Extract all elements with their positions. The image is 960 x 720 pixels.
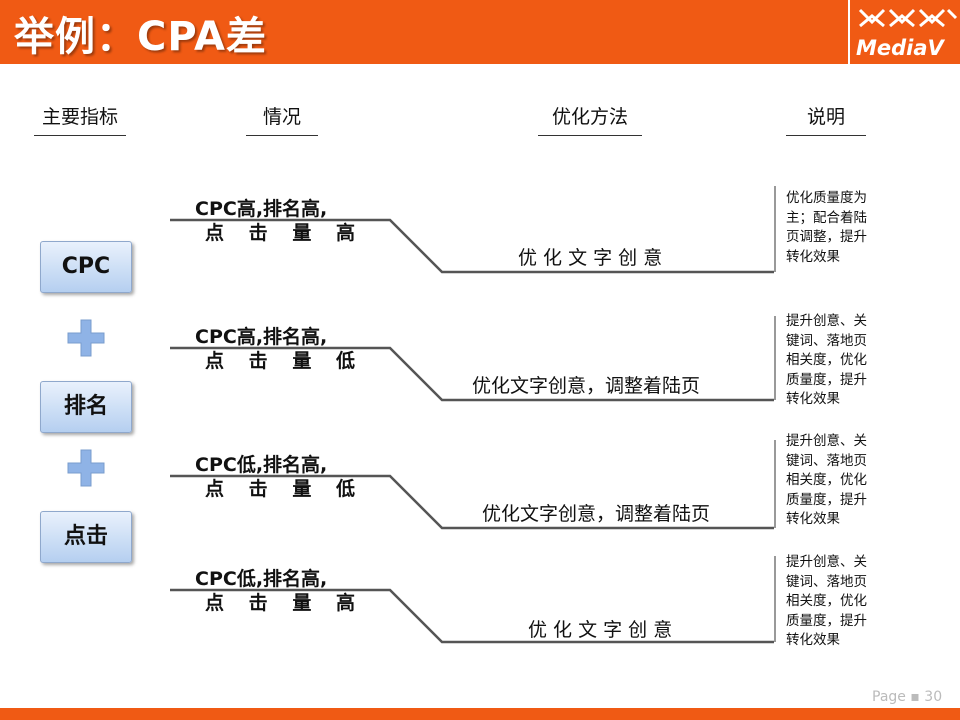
note-line: 转化效果	[786, 632, 840, 648]
method-text-4: 优 化 文 字 创 意	[528, 619, 673, 641]
column-header-situation: 情况	[246, 102, 318, 136]
condition-line-1: CPC高,排名高,	[195, 198, 328, 220]
title-bar	[0, 0, 960, 64]
note-line: 转化效果	[786, 511, 840, 527]
logo-cubes-icon	[858, 8, 958, 28]
condition-char: 点	[205, 350, 225, 372]
note-line: 相关度，优化	[786, 472, 867, 488]
note-line: 优化质量度为	[786, 190, 867, 206]
connector-line-2	[170, 346, 774, 402]
note-line: 提升创意、关	[786, 433, 867, 449]
note-line: 转化效果	[786, 391, 840, 407]
condition-line-2: 点 击 量 低	[195, 349, 365, 373]
condition-char: 击	[248, 350, 268, 372]
condition-char: 量	[292, 350, 312, 372]
page-number: Page ▪ 30	[872, 689, 943, 705]
column-header-method: 优化方法	[538, 102, 642, 136]
condition-char: 低	[335, 350, 355, 372]
note-line: 相关度，优化	[786, 352, 867, 368]
column-header-metric: 主要指标	[34, 102, 126, 136]
condition-char: 低	[335, 478, 355, 500]
method-text-2: 优化文字创意，调整着陆页	[472, 375, 701, 397]
note-line: 质量度，提升	[786, 491, 867, 508]
note-line: 提升创意、关	[786, 554, 867, 570]
metric-box-rank: 排名	[40, 381, 132, 433]
note-line: 主；配合着陆	[786, 209, 867, 226]
condition-char: 点	[205, 478, 225, 500]
metric-box-click: 点击	[40, 511, 132, 563]
note-line: 质量度，提升	[786, 612, 867, 629]
condition-char: 高	[335, 592, 355, 614]
connector-line-3	[170, 474, 774, 530]
method-text-3: 优化文字创意，调整着陆页	[482, 503, 711, 525]
note-text-1: 优化质量度为 主；配合着陆 页调整，提升 转化效果	[786, 189, 896, 267]
plus-icon	[67, 319, 105, 357]
footer-bar	[0, 708, 960, 720]
note-line: 提升创意、关	[786, 313, 867, 329]
condition-char: 量	[292, 592, 312, 614]
logo-text: MediaV	[856, 36, 944, 60]
condition-char: 击	[248, 222, 268, 244]
connector-line-1	[170, 218, 774, 274]
note-line: 页调整，提升	[786, 229, 867, 245]
note-line: 键词、落地页	[786, 332, 867, 349]
note-line: 键词、落地页	[786, 452, 867, 469]
plus-icon	[67, 449, 105, 487]
note-line: 键词、落地页	[786, 573, 867, 590]
column-header-note: 说明	[786, 102, 866, 136]
condition-text-3: CPC低,排名高, 点 击 量 低	[195, 453, 365, 501]
note-text-4: 提升创意、关 键词、落地页 相关度，优化 质量度，提升 转化效果	[786, 553, 896, 651]
note-text-3: 提升创意、关 键词、落地页 相关度，优化 质量度，提升 转化效果	[786, 432, 896, 530]
condition-char: 量	[292, 222, 312, 244]
condition-line-2: 点 击 量 低	[195, 477, 365, 501]
condition-char: 点	[205, 592, 225, 614]
condition-line-2: 点 击 量 高	[195, 221, 365, 245]
condition-char: 点	[205, 222, 225, 244]
condition-char: 量	[292, 478, 312, 500]
condition-line-2: 点 击 量 高	[195, 591, 365, 615]
note-line: 相关度，优化	[786, 593, 867, 609]
condition-char: 击	[248, 478, 268, 500]
metric-box-cpc: CPC	[40, 241, 132, 293]
condition-char: 高	[335, 222, 355, 244]
condition-char: 击	[248, 592, 268, 614]
connector-line-4	[170, 588, 774, 644]
brand-logo: MediaV	[848, 0, 960, 64]
condition-line-1: CPC低,排名高,	[195, 568, 328, 590]
condition-text-4: CPC低,排名高, 点 击 量 高	[195, 567, 365, 615]
method-text-1: 优 化 文 字 创 意	[518, 247, 663, 269]
slide-title: 举例：CPA差	[14, 14, 267, 60]
condition-text-2: CPC高,排名高, 点 击 量 低	[195, 325, 365, 373]
note-line: 质量度，提升	[786, 371, 867, 388]
note-text-2: 提升创意、关 键词、落地页 相关度，优化 质量度，提升 转化效果	[786, 312, 896, 410]
condition-text-1: CPC高,排名高, 点 击 量 高	[195, 197, 365, 245]
note-line: 转化效果	[786, 248, 840, 265]
condition-line-1: CPC低,排名高,	[195, 454, 328, 476]
condition-line-1: CPC高,排名高,	[195, 326, 328, 348]
